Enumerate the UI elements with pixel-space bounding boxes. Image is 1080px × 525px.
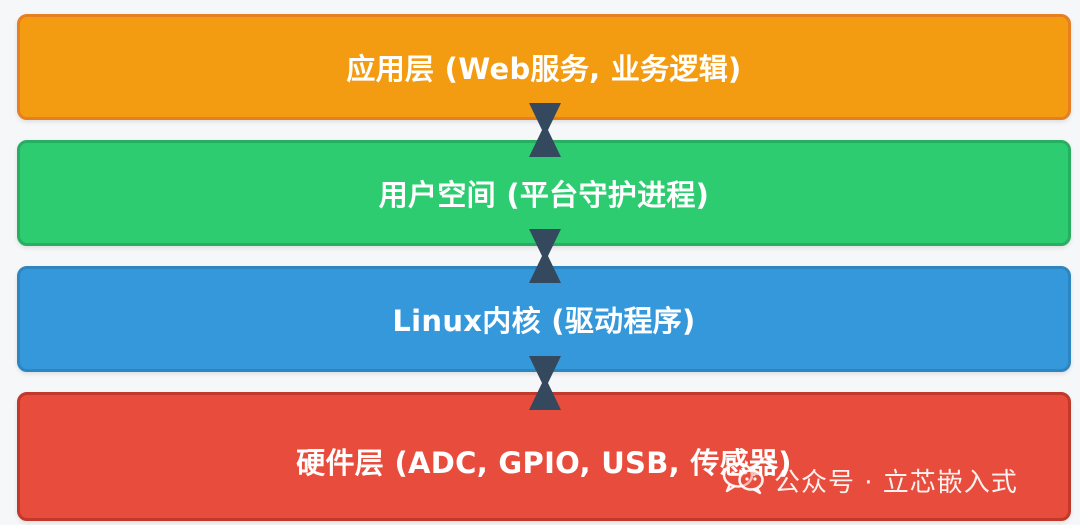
application-layer-box: 应用层 (Web服务, 业务逻辑) [17, 14, 1071, 120]
application-layer-label: 应用层 (Web服务, 业务逻辑) [346, 52, 742, 86]
watermark: 公众号 · 立芯嵌入式 [722, 461, 1018, 499]
hardware-layer-label: 硬件层 (ADC, GPIO, USB, 传感器) [296, 445, 792, 480]
bidirectional-arrow-kernel-hardware [529, 356, 561, 410]
linux-kernel-layer-box: Linux内核 (驱动程序) [17, 266, 1071, 372]
user-space-layer-label: 用户空间 (平台守护进程) [378, 178, 710, 212]
hardware-layer-box: 硬件层 (ADC, GPIO, USB, 传感器) [17, 392, 1071, 521]
linux-kernel-layer-label: Linux内核 (驱动程序) [392, 304, 696, 338]
bidirectional-arrow-app-user [529, 103, 561, 157]
wechat-icon [722, 461, 766, 499]
watermark-text: 公众号 · 立芯嵌入式 [774, 467, 1018, 498]
bidirectional-arrow-user-kernel [529, 229, 561, 283]
